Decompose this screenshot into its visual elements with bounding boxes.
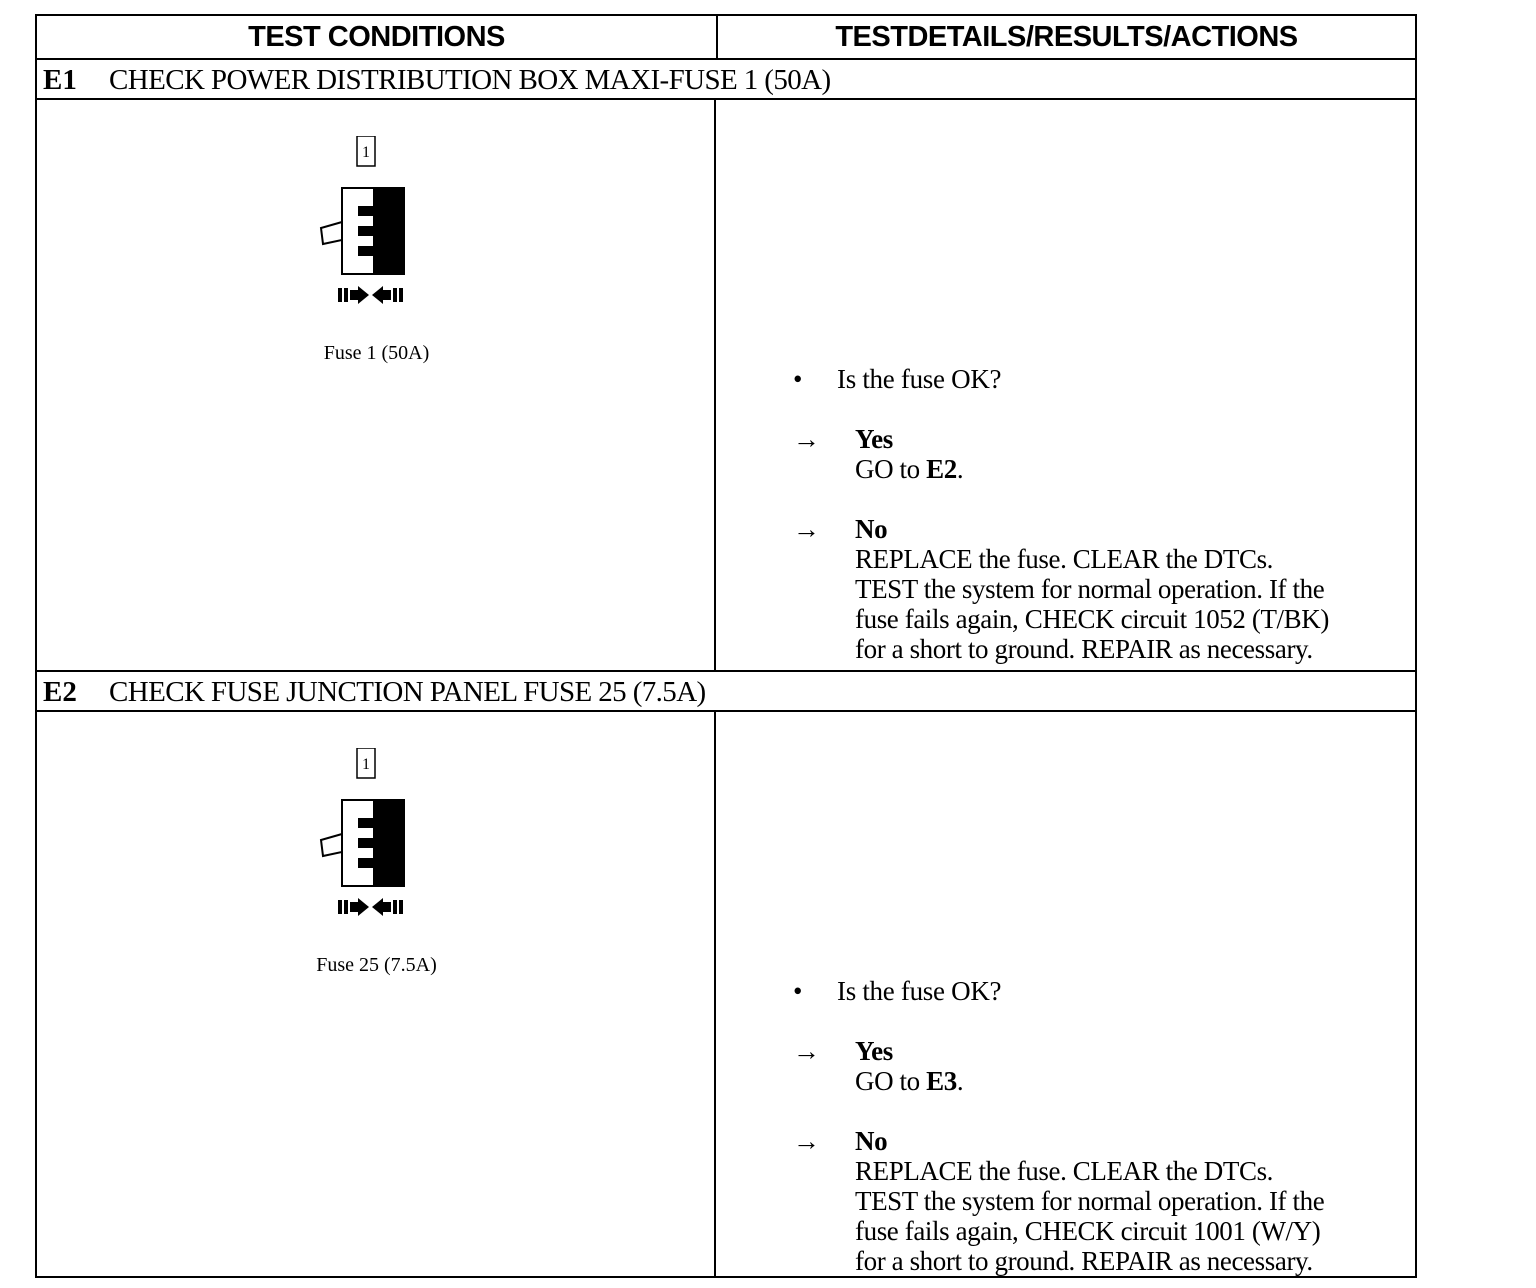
action-line: fuse fails again, CHECK circuit 1052 (T/… [855, 604, 1329, 634]
action-line: REPLACE the fuse. CLEAR the DTCs. [855, 544, 1274, 574]
answer-label: Yes [855, 424, 893, 454]
arrow-right-icon: → [793, 514, 820, 544]
answer-label: Yes [855, 1036, 893, 1066]
header-test-conditions: TEST CONDITIONS [37, 16, 718, 58]
diagnostic-table: TEST CONDITIONS TESTDETAILS/RESULTS/ACTI… [35, 14, 1417, 1278]
question-text: Is the fuse OK? [837, 976, 1002, 1006]
step-heading-e2: E2 CHECK FUSE JUNCTION PANEL FUSE 25 (7.… [37, 672, 1415, 712]
go-to-target: E3 [926, 1066, 957, 1096]
arrow-right-icon: → [793, 1036, 820, 1066]
step-title: CHECK POWER DISTRIBUTION BOX MAXI-FUSE 1… [109, 64, 831, 96]
table-header: TEST CONDITIONS TESTDETAILS/RESULTS/ACTI… [37, 16, 1415, 60]
action-line: for a short to ground. REPAIR as necessa… [855, 634, 1313, 664]
action-line: TEST the system for normal operation. If… [855, 1186, 1325, 1216]
fuse-removal-icon: 1 [319, 136, 405, 304]
step-body-e2: 1 Fuse 25 (7.5A) • Is the fuse OK? [37, 712, 1415, 1276]
go-to-target: E2 [926, 454, 957, 484]
answer-label: No [855, 514, 888, 544]
step-heading-e1: E1 CHECK POWER DISTRIBUTION BOX MAXI-FUS… [37, 60, 1415, 100]
action-line: TEST the system for normal operation. If… [855, 574, 1325, 604]
figure-step-label: 1 [362, 144, 370, 161]
action-line: for a short to ground. REPAIR as necessa… [855, 1246, 1313, 1276]
answer-text: GO to [855, 1066, 927, 1096]
question-text: Is the fuse OK? [837, 364, 1002, 394]
arrow-right-icon: → [793, 424, 820, 454]
test-conditions-cell: 1 Fuse 25 (7.5A) [37, 712, 716, 1276]
figure-step-label: 1 [362, 756, 370, 773]
figure-caption: Fuse 1 (50A) [323, 342, 430, 364]
test-details-cell: • Is the fuse OK? → Yes GO to E2. → No R… [793, 364, 1329, 664]
step-body-e1: 1 Fuse 1 (50A) • Is the fuse OK? → [37, 100, 1415, 672]
action-line: fuse fails again, CHECK circuit 1001 (W/… [855, 1216, 1321, 1246]
bullet-icon: • [793, 364, 803, 394]
fuse-removal-icon: 1 [319, 748, 405, 916]
figure-caption: Fuse 25 (7.5A) [316, 954, 437, 976]
bullet-icon: • [793, 976, 803, 1006]
header-test-details: TESTDETAILS/RESULTS/ACTIONS [835, 20, 1298, 53]
step-id: E1 [43, 64, 77, 96]
answer-text: GO to [855, 454, 927, 484]
test-conditions-cell: 1 Fuse 1 (50A) [37, 100, 716, 670]
answer-label: No [855, 1126, 888, 1156]
step-id: E2 [43, 676, 77, 708]
action-line: REPLACE the fuse. CLEAR the DTCs. [855, 1156, 1274, 1186]
arrow-right-icon: → [793, 1126, 820, 1156]
test-details-cell: • Is the fuse OK? → Yes GO to E3. → No R… [793, 976, 1325, 1276]
step-title: CHECK FUSE JUNCTION PANEL FUSE 25 (7.5A) [109, 676, 706, 708]
